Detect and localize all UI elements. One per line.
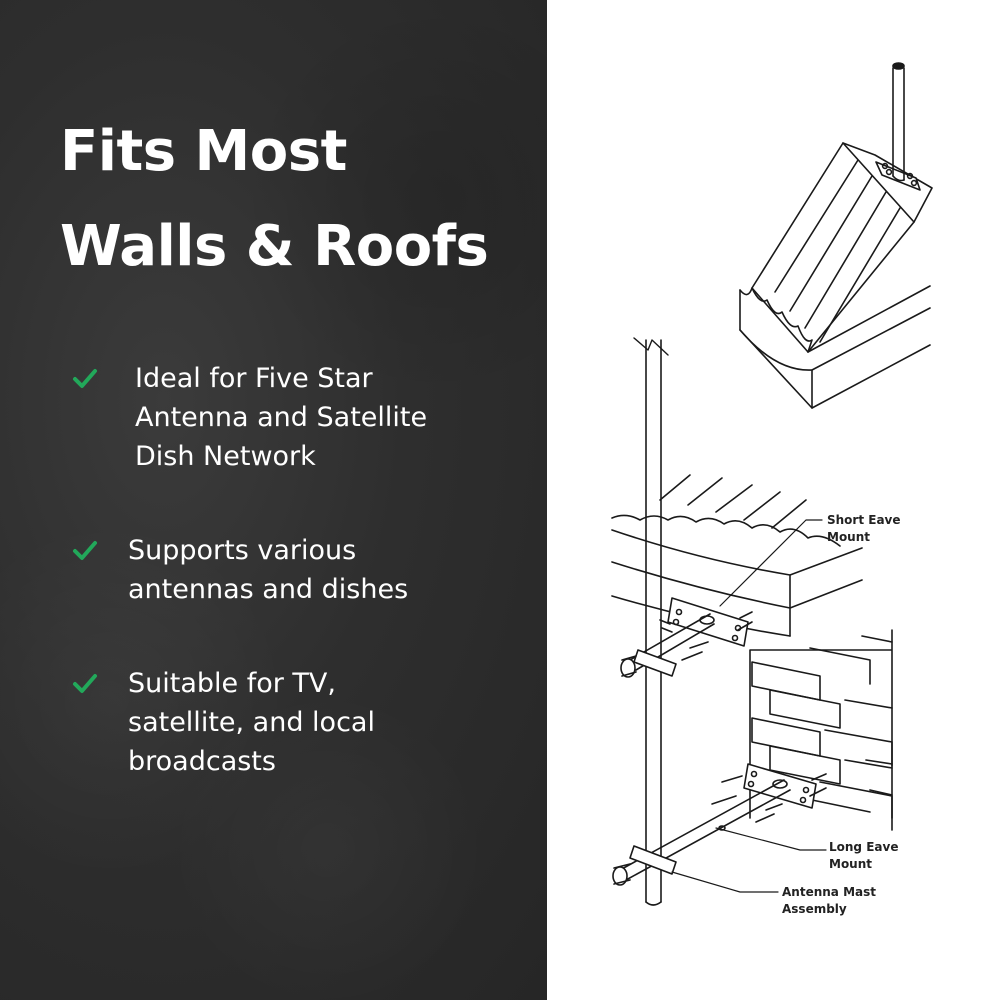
feature-1-line-1: Ideal for Five Star (135, 363, 373, 394)
checkmark-icon (73, 541, 97, 560)
short-eave-label-line-1: Short Eave (827, 513, 901, 527)
headline-line-1: Fits Most (60, 119, 347, 184)
installation-diagram: Short Eave Mount Long Eave Mount Antenna… (547, 0, 1000, 1000)
feature-item-2: Supports various antennas and dishes (128, 531, 408, 609)
feature-1-line-2: Antenna and Satellite (135, 402, 428, 433)
dark-panel: Fits Most Walls & Roofs Ideal for Five S… (0, 0, 547, 1000)
wall-mount-illustration (611, 337, 893, 906)
long-eave-mount-label: Long Eave Mount (829, 839, 898, 873)
feature-item-3: Suitable for TV, satellite, and local br… (128, 664, 375, 781)
roof-peak-illustration (739, 62, 933, 409)
feature-1-line-3: Dish Network (135, 441, 316, 472)
mast-label-line-2: Assembly (782, 902, 847, 916)
antenna-mast-assembly-label: Antenna Mast Assembly (782, 884, 876, 918)
headline: Fits Most Walls & Roofs (60, 104, 489, 294)
checkmark-icon (73, 674, 97, 693)
feature-2-line-1: Supports various (128, 535, 357, 566)
long-eave-label-line-2: Mount (829, 857, 873, 871)
feature-2-line-2: antennas and dishes (128, 574, 409, 605)
headline-line-2: Walls & Roofs (60, 214, 489, 280)
feature-3-line-3: broadcasts (128, 746, 276, 777)
long-eave-label-line-1: Long Eave (829, 840, 899, 854)
short-eave-mount-label: Short Eave Mount (827, 512, 901, 546)
checkmark-icon (73, 369, 97, 388)
feature-item-1: Ideal for Five Star Antenna and Satellit… (135, 359, 427, 476)
feature-3-line-2: satellite, and local (128, 707, 375, 738)
mount-line-art (611, 62, 933, 906)
mast-label-line-1: Antenna Mast (782, 885, 876, 899)
short-eave-label-line-2: Mount (827, 530, 871, 544)
feature-3-line-1: Suitable for TV, (128, 668, 336, 699)
